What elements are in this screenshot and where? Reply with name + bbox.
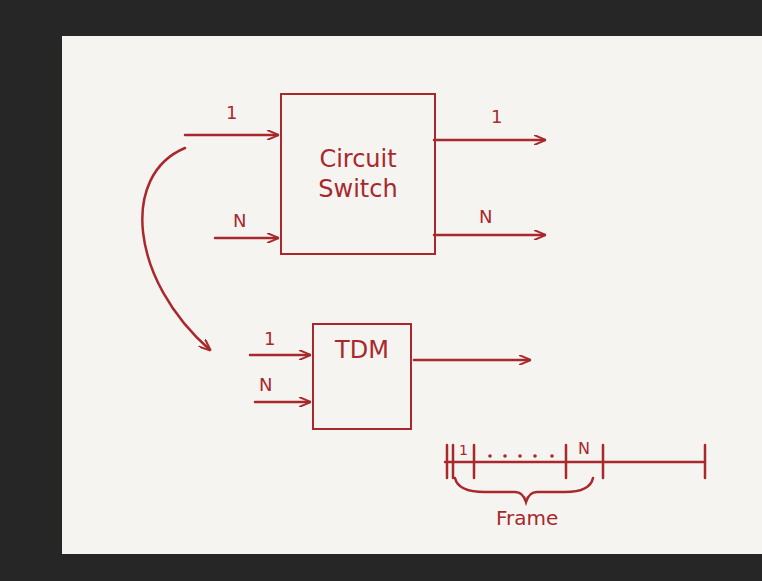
paper-sheet bbox=[62, 36, 762, 554]
slot-tick bbox=[446, 445, 449, 478]
frame-label: Frame bbox=[496, 508, 558, 528]
input-wire bbox=[250, 354, 310, 357]
input-wire bbox=[185, 134, 278, 137]
port-number: 1 bbox=[226, 104, 237, 122]
output-wire bbox=[414, 359, 530, 362]
slot-tick bbox=[452, 445, 455, 478]
tdm-box: TDM bbox=[312, 323, 412, 430]
box-title: Circuit Switch bbox=[304, 144, 412, 204]
box-title: TDM bbox=[335, 335, 389, 365]
slot-tick bbox=[473, 445, 476, 478]
slot-tick bbox=[704, 445, 707, 478]
curved-arrow bbox=[142, 148, 210, 350]
port-number: 1 bbox=[264, 330, 275, 348]
port-number: N bbox=[233, 212, 246, 230]
port-number: 1 bbox=[491, 108, 502, 126]
input-wire bbox=[255, 401, 310, 404]
frame-brace bbox=[455, 478, 593, 502]
input-wire bbox=[215, 237, 278, 240]
ellipsis-dots bbox=[488, 454, 554, 458]
switch-box: Circuit Switch bbox=[280, 93, 436, 255]
output-wire bbox=[434, 234, 545, 237]
port-number: N bbox=[479, 208, 492, 226]
slot-tick bbox=[565, 445, 568, 478]
frame-line bbox=[445, 461, 705, 464]
slot-number: N bbox=[578, 441, 590, 457]
slot-number: 1 bbox=[459, 443, 468, 457]
port-number: N bbox=[259, 376, 272, 394]
output-wire bbox=[434, 139, 545, 142]
slot-tick bbox=[602, 445, 605, 478]
